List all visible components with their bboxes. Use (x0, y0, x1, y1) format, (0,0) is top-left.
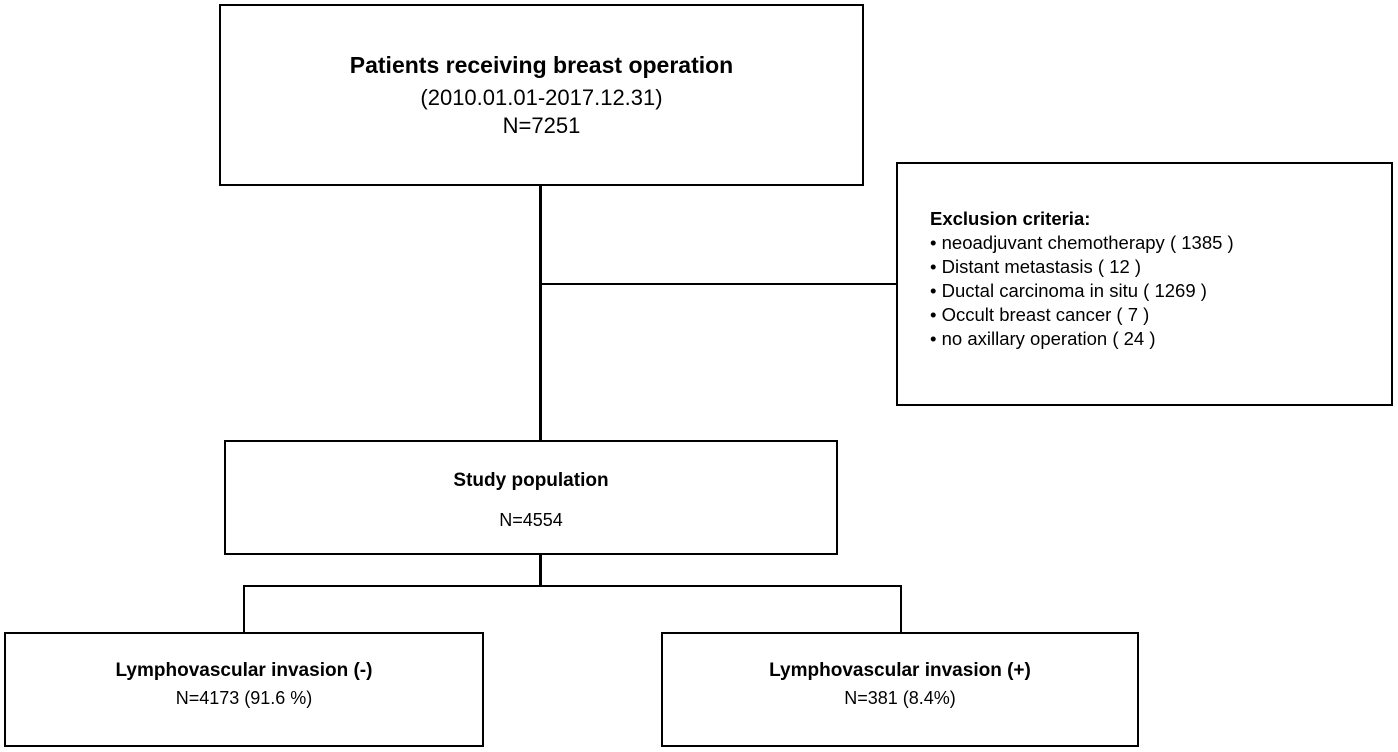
lvi-positive-count: N=381 (8.4%) (844, 688, 956, 708)
source-population-box: Patients receiving breast operation (201… (219, 4, 864, 186)
lvi-positive-title: Lymphovascular invasion (+) (769, 660, 1031, 681)
lvi-positive-box: Lymphovascular invasion (+) N=381 (8.4%) (661, 632, 1139, 747)
study-population-title: Study population (453, 470, 609, 491)
study-population-box: Study population N=4554 (224, 440, 838, 555)
connector-study-down (539, 555, 542, 587)
exclusion-heading: Exclusion criteria: (930, 208, 1091, 229)
source-population-title: Patients receiving breast operation (349, 52, 734, 78)
exclusion-list: neoadjuvant chemotherapy ( 1385 ) Distan… (930, 231, 1234, 351)
exclusion-item: Distant metastasis ( 12 ) (930, 255, 1234, 279)
exclusion-item: Ductal carcinoma in situ ( 1269 ) (930, 279, 1234, 303)
connector-split-horizontal (243, 585, 902, 587)
exclusion-item: no axillary operation ( 24 ) (930, 327, 1234, 351)
source-population-count: N=7251 (502, 113, 581, 138)
connector-to-lvi-positive (900, 585, 902, 632)
lvi-negative-title: Lymphovascular invasion (-) (115, 660, 373, 681)
lvi-negative-count: N=4173 (91.6 %) (175, 688, 313, 708)
connector-to-exclusion (541, 283, 896, 285)
exclusion-item: neoadjuvant chemotherapy ( 1385 ) (930, 231, 1234, 255)
exclusion-criteria-box: Exclusion criteria: neoadjuvant chemothe… (896, 162, 1393, 406)
connector-to-lvi-negative (243, 585, 245, 632)
lvi-negative-box: Lymphovascular invasion (-) N=4173 (91.6… (4, 632, 484, 747)
study-population-count: N=4554 (499, 510, 563, 530)
exclusion-item: Occult breast cancer ( 7 ) (930, 303, 1234, 327)
connector-top-to-study (539, 186, 542, 440)
source-population-dates: (2010.01.01-2017.12.31) (420, 85, 663, 110)
